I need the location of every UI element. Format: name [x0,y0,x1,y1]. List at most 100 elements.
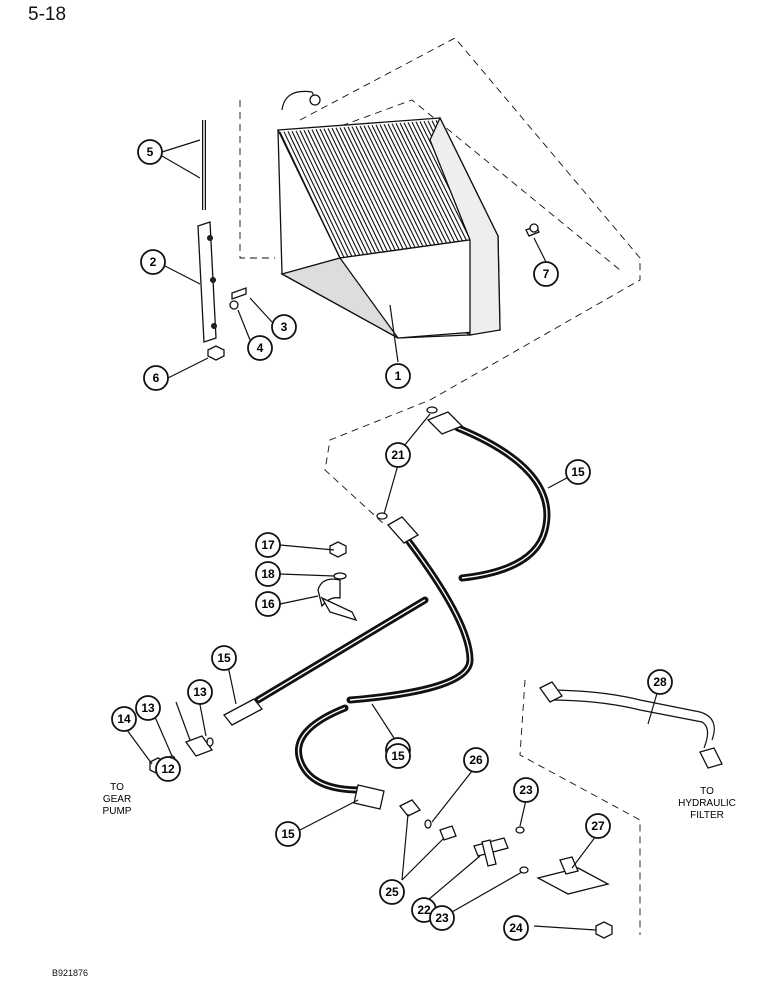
fin-line [279,131,341,259]
callout-7: 7 [533,261,559,287]
callout-number: 28 [653,675,667,689]
callout-28: 28 [647,669,673,695]
note-hydraulic-filter-line: TO [700,786,714,797]
fin-line [315,129,377,254]
callout-number: 15 [217,651,231,665]
callout-number: 17 [261,538,275,552]
callout-number: 15 [281,827,295,841]
callout-circle [255,532,281,558]
callout-15: 15 [211,645,237,671]
fin-line [355,126,416,248]
cooler-fins [279,120,495,259]
fin-line [339,127,400,250]
callout-23: 23 [513,777,539,803]
fin-line [283,131,345,258]
fin-line [295,130,357,257]
fin-line [399,122,459,242]
callout-number: 5 [147,145,154,159]
callout-1: 1 [385,363,411,389]
hoses [223,411,723,810]
callout-23: 23 [429,905,455,931]
fin-line [331,127,392,252]
callout-number: 7 [543,267,550,281]
fin-line [311,129,373,254]
oil-cooler [276,90,501,339]
fin-line [395,123,456,243]
callout-13: 13 [187,679,213,705]
callout-number: 25 [385,885,399,899]
callout-circle [211,645,237,671]
fin-line [363,125,424,247]
callout-circle [379,879,405,905]
callout-number: 24 [509,921,523,935]
callout-15: 15 [385,743,411,769]
fin-line [347,126,408,249]
fin-line [343,126,404,250]
callout-number: 15 [391,749,405,763]
leader-lines [123,139,659,931]
callout-number: 21 [391,448,405,462]
callout-circle [143,365,169,391]
callout-2: 2 [140,249,166,275]
callout-circle [585,813,611,839]
fin-line [371,124,432,246]
callout-5: 5 [137,139,163,165]
callout-number: 23 [435,911,449,925]
callout-circle [135,695,161,721]
fin-line [335,127,396,251]
note-hydraulic-filter-line: FILTER [690,810,724,821]
callout-circle [255,561,281,587]
fin-line [411,121,471,241]
note-gear-pump-line: GEAR [103,794,131,805]
fin-line [379,124,440,245]
callout-6: 6 [143,365,169,391]
callout-circle [429,905,455,931]
callout-circle [533,261,559,287]
callout-3: 3 [271,314,297,340]
fin-line [383,123,444,244]
fin-line [303,129,365,255]
callout-number: 27 [591,819,605,833]
fin-line [323,128,384,253]
callout-circle [140,249,166,275]
callout-number: 6 [153,371,160,385]
note-gear-pump-line: TO [110,782,124,793]
callout-number: 1 [395,369,402,383]
callout-25: 25 [379,879,405,905]
callout-12: 12 [155,756,181,782]
fin-line [299,130,361,256]
callout-16: 16 [255,591,281,617]
callout-15: 15 [565,459,591,485]
fin-line [387,123,448,244]
note-to-gear-pump: TO GEAR PUMP [103,782,132,817]
callout-number: 2 [150,255,157,269]
callout-circle [385,442,411,468]
callout-number: 12 [161,762,175,776]
page-number: 5-18 [28,4,67,25]
callout-21: 21 [385,442,411,468]
fin-line [319,128,380,253]
callout-circle [247,335,273,361]
callout-13: 13 [135,695,161,721]
callout-layer: 1234567121313141515151515161718212223232… [111,139,673,941]
fin-line [359,125,420,248]
fin-line [407,122,467,241]
callout-27: 27 [585,813,611,839]
fin-line [307,129,369,255]
callout-14: 14 [111,706,137,732]
callout-number: 22 [417,903,431,917]
fin-line [391,123,452,243]
callout-number: 16 [261,597,275,611]
callout-number: 23 [519,783,533,797]
callout-circle [111,706,137,732]
fin-line [291,130,353,257]
note-to-hydraulic-filter: TO HYDRAULIC FILTER [678,786,736,821]
callout-number: 4 [257,341,264,355]
callout-circle [275,821,301,847]
fin-line [327,128,388,252]
note-hydraulic-filter-line: HYDRAULIC [678,798,736,809]
callout-circle [137,139,163,165]
callout-15: 15 [275,821,301,847]
fin-line [351,126,412,249]
